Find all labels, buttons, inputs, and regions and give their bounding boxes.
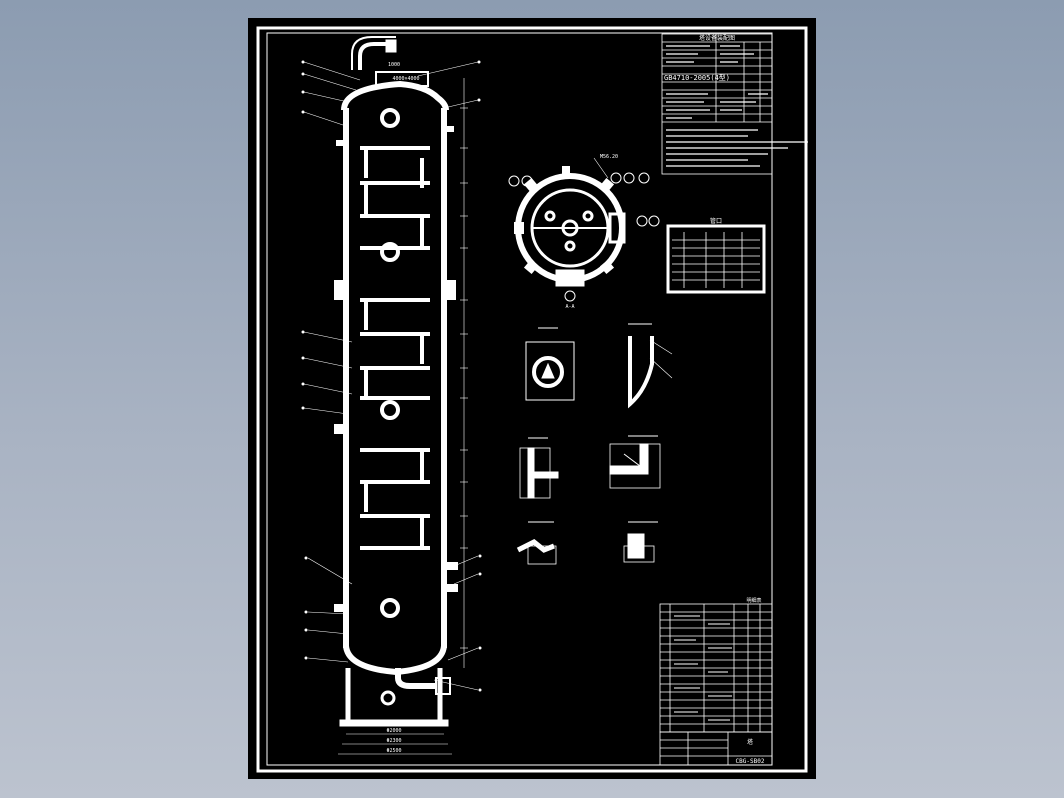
title-block-label: 塔: [747, 738, 753, 746]
spec-table-title: 塔设备装配图: [699, 34, 735, 42]
leader-lines: [303, 61, 479, 691]
parts-list-fill: [674, 615, 732, 721]
top-dimension: 1000: [388, 62, 400, 68]
section-label: A-A: [565, 304, 574, 310]
spec-table: [661, 33, 773, 175]
bottom-dim-1: Φ2000: [386, 728, 401, 734]
bottom-dim-3: Φ2500: [386, 748, 401, 754]
cad-drawing: 1000 4000×4000 Φ2000 Φ2300 Φ2500 M56.20 …: [256, 26, 808, 773]
detail-views: [516, 323, 673, 565]
drawing-sheet: 1000 4000×4000 Φ2000 Φ2300 Φ2500 M56.20 …: [248, 18, 816, 779]
parts-list: [659, 603, 773, 733]
drawing-number: CBG-SB02: [736, 758, 765, 765]
nozzle-table: [666, 224, 766, 294]
standard-reference: GB4710-2005(4型): [664, 73, 730, 82]
section-nozzles: [514, 166, 615, 275]
side-nozzles: [334, 126, 458, 612]
inner-frame: [266, 32, 773, 766]
item-balloons: [301, 60, 482, 692]
tower-column: [338, 36, 452, 755]
nozzle-table-title: 管口: [710, 217, 722, 225]
column-trays: [360, 146, 430, 550]
nozzle-dimension: 4000×4000: [392, 76, 419, 82]
manholes: [380, 108, 400, 618]
bolt-circle-label: M56.20: [600, 154, 618, 160]
outer-frame: [256, 26, 808, 773]
section-balloons: [508, 172, 660, 302]
title-block: [659, 731, 773, 766]
bottom-dim-2: Φ2300: [386, 738, 401, 744]
parts-list-title: 明细表: [746, 597, 761, 604]
spec-text-lines: [666, 45, 808, 167]
dimension-chain: [460, 78, 468, 668]
